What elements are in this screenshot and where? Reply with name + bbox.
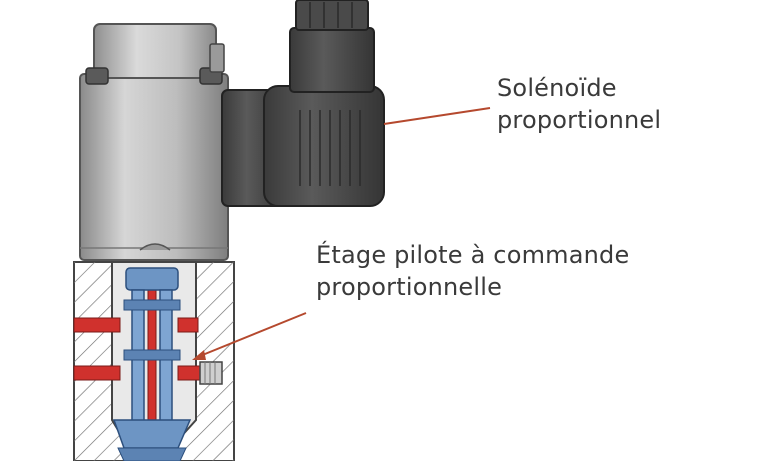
solenoid-cap [93, 23, 217, 79]
solenoid-leader-line [383, 107, 491, 125]
pilot-leader-line [199, 312, 307, 357]
pilot-stage-label-line1: Étage pilote à commande [316, 241, 630, 269]
side-plug [199, 361, 223, 385]
solenoid-label-line2: proportionnel [497, 106, 662, 134]
solenoid-label-line1: Solénoïde [497, 74, 617, 102]
cap-bolts [85, 43, 225, 85]
solenoid-body [79, 73, 229, 261]
pilot-stage-label-line2: proportionnelle [316, 273, 503, 301]
solenoid-label: Solénoïde proportionnel [497, 72, 661, 136]
electrical-connector [221, 0, 385, 207]
pilot-spool [112, 267, 192, 461]
leader-lines [192, 107, 491, 360]
pilot-stage-label: Étage pilote à commande proportionnelle [316, 239, 629, 303]
pilot-leader-arrowhead [192, 350, 206, 360]
